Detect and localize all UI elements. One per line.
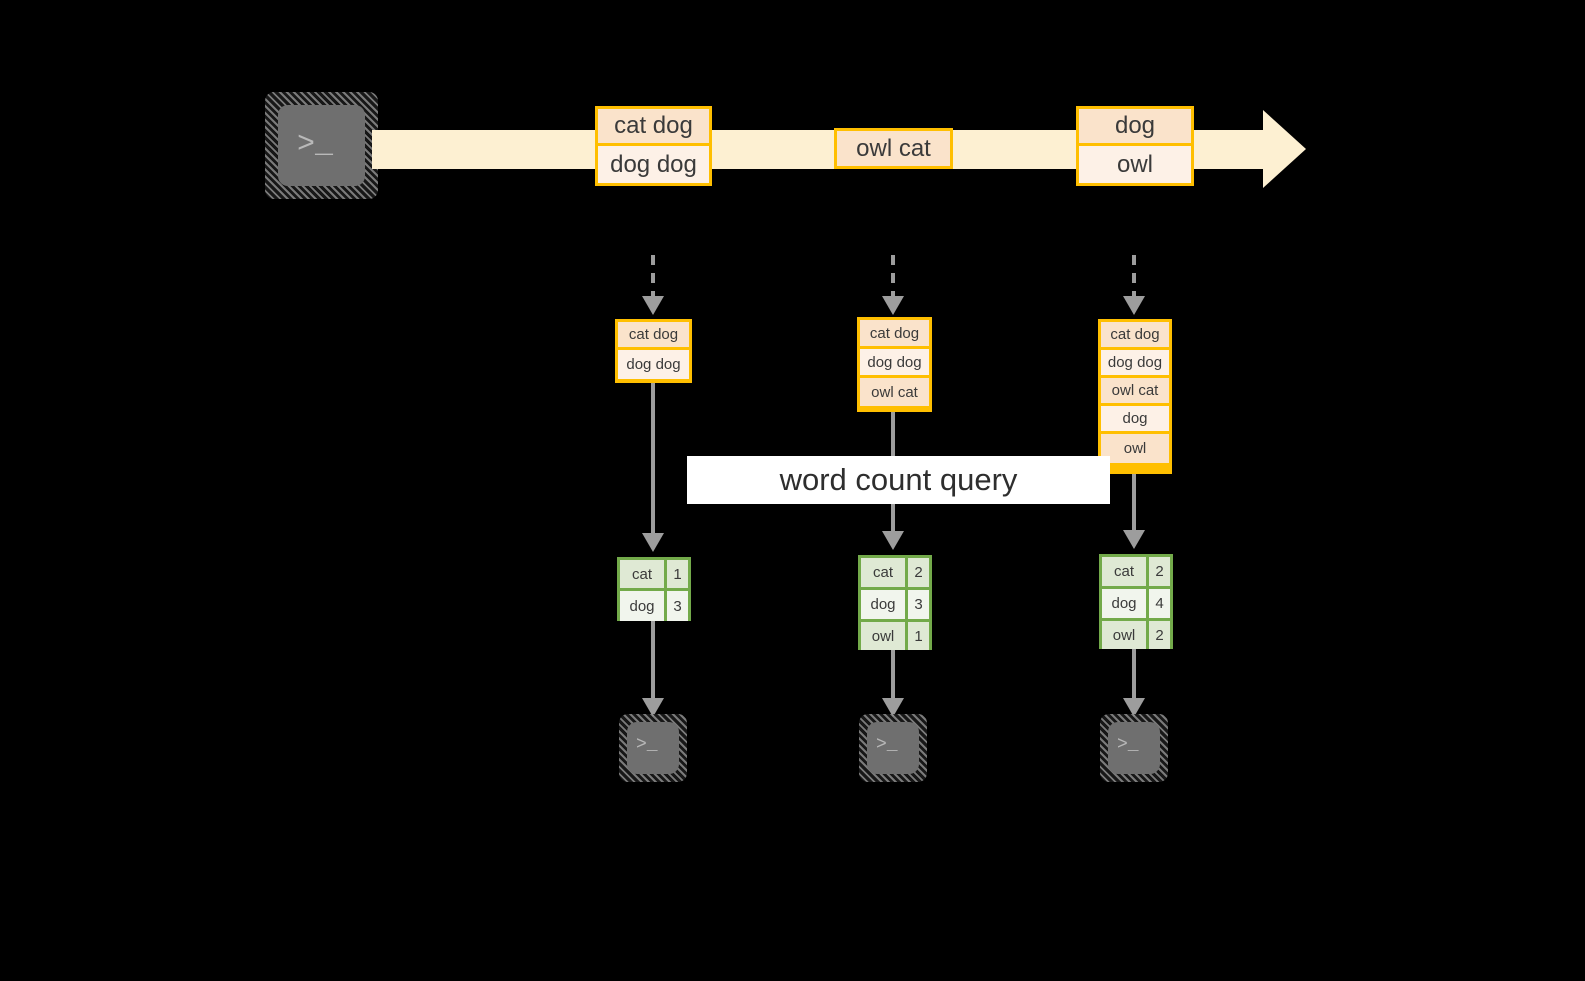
feed-arrow-line-3 [1132, 255, 1136, 301]
terminal-prompt-glyph: >_ [297, 128, 334, 162]
stream-arrowhead-icon [1263, 110, 1306, 188]
table-row: cat 2 [1102, 557, 1170, 589]
result-table-3-row-3-count: 2 [1149, 621, 1170, 649]
sink-arrow-head-2 [882, 698, 904, 717]
result-table-1: cat 1 dog 3 [617, 557, 691, 621]
stream-batch-2: owl cat [834, 128, 953, 169]
feed-arrow-head-1 [642, 296, 664, 315]
query-arrow-line-1 [651, 383, 655, 538]
state-stack-3-line-2: dog dog [1101, 350, 1169, 378]
state-stack-3-line-5: owl [1101, 434, 1169, 463]
sink-terminal-icon-3: >_ [1100, 714, 1168, 782]
result-table-3-row-1-word: cat [1102, 557, 1149, 586]
state-stack-2-line-3: owl cat [860, 378, 929, 406]
result-table-1-row-1-word: cat [620, 560, 667, 588]
result-table-2-row-3-word: owl [861, 622, 908, 650]
stream-batch-3-line-2: owl [1079, 146, 1191, 183]
feed-arrow-head-2 [882, 296, 904, 315]
stream-source-terminal-icon: >_ [265, 92, 378, 199]
result-table-3-row-2-count: 4 [1149, 589, 1170, 618]
query-arrow-head-1 [642, 533, 664, 552]
result-table-2-row-2-word: dog [861, 590, 908, 619]
state-stack-2-line-2: dog dog [860, 349, 929, 378]
feed-arrow-line-1 [651, 255, 655, 301]
result-table-2-row-3-count: 1 [908, 622, 929, 650]
terminal-body [278, 105, 365, 186]
feed-arrow-line-2 [891, 255, 895, 301]
sink-arrow-line-3 [1132, 649, 1136, 703]
sink-arrow-head-1 [642, 698, 664, 717]
result-table-2: cat 2 dog 3 owl 1 [858, 555, 932, 650]
terminal-prompt-glyph: >_ [876, 735, 898, 755]
result-table-2-row-1-count: 2 [908, 558, 929, 587]
state-stack-2: cat dog dog dog owl cat [857, 317, 932, 412]
table-row: owl 1 [861, 622, 929, 650]
table-row: owl 2 [1102, 621, 1170, 649]
stream-batch-1: cat dog dog dog [595, 106, 712, 186]
state-stack-3-line-3: owl cat [1101, 378, 1169, 406]
state-stack-1: cat dog dog dog [615, 319, 692, 383]
query-arrow-head-2 [882, 531, 904, 550]
feed-arrow-head-3 [1123, 296, 1145, 315]
table-row: dog 4 [1102, 589, 1170, 621]
stream-batch-3: dog owl [1076, 106, 1194, 186]
state-stack-1-line-2: dog dog [618, 350, 689, 379]
query-arrow-line-3 [1132, 474, 1136, 536]
state-stack-3-line-1: cat dog [1101, 322, 1169, 350]
terminal-body [627, 722, 679, 774]
result-table-2-row-2-count: 3 [908, 590, 929, 619]
terminal-prompt-glyph: >_ [1117, 735, 1139, 755]
sink-arrow-line-2 [891, 650, 895, 703]
state-stack-1-line-1: cat dog [618, 322, 689, 350]
result-table-2-row-1-word: cat [861, 558, 908, 587]
result-table-1-row-2-count: 3 [667, 591, 688, 621]
stream-batch-2-line-1: owl cat [837, 131, 950, 166]
stream-batch-3-line-1: dog [1079, 109, 1191, 146]
table-row: dog 3 [620, 591, 688, 621]
query-arrow-head-3 [1123, 530, 1145, 549]
stream-batch-1-line-1: cat dog [598, 109, 709, 146]
terminal-prompt-glyph: >_ [636, 735, 658, 755]
state-stack-3-line-4: dog [1101, 406, 1169, 434]
result-table-3-row-3-word: owl [1102, 621, 1149, 649]
sink-arrow-head-3 [1123, 698, 1145, 717]
stream-batch-1-line-2: dog dog [598, 146, 709, 183]
sink-arrow-line-1 [651, 621, 655, 703]
result-table-3-row-2-word: dog [1102, 589, 1149, 618]
table-row: dog 3 [861, 590, 929, 622]
result-table-1-row-2-word: dog [620, 591, 667, 621]
result-table-3-row-1-count: 2 [1149, 557, 1170, 586]
sink-terminal-icon-2: >_ [859, 714, 927, 782]
table-row: cat 1 [620, 560, 688, 591]
terminal-body [867, 722, 919, 774]
state-stack-2-line-1: cat dog [860, 320, 929, 349]
sink-terminal-icon-1: >_ [619, 714, 687, 782]
table-row: cat 2 [861, 558, 929, 590]
result-table-1-row-1-count: 1 [667, 560, 688, 588]
result-table-3: cat 2 dog 4 owl 2 [1099, 554, 1173, 649]
terminal-body [1108, 722, 1160, 774]
word-count-query-label: word count query [687, 456, 1110, 504]
state-stack-3: cat dog dog dog owl cat dog owl [1098, 319, 1172, 474]
